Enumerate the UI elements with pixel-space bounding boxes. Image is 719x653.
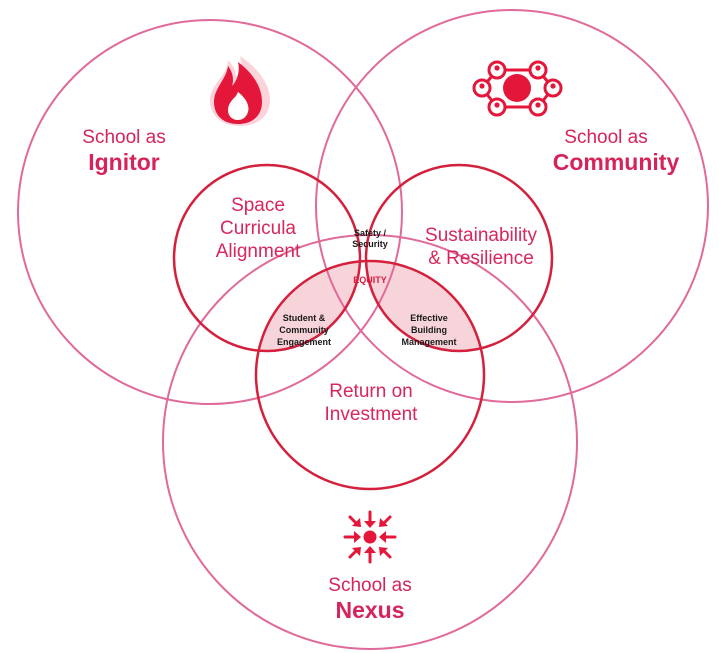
management-line-3: Management bbox=[401, 337, 456, 347]
circle-ignitor bbox=[17, 19, 403, 405]
flame-icon bbox=[210, 56, 270, 126]
overlap-fills bbox=[256, 261, 484, 351]
community-prefix: School as bbox=[564, 127, 647, 148]
safety-line-2: Security bbox=[352, 239, 388, 249]
sustainability-line-1: Sustainability bbox=[425, 225, 537, 246]
space-line-3: Alignment bbox=[216, 241, 301, 262]
circle-community bbox=[315, 9, 709, 403]
overlap-engagement-fill bbox=[256, 261, 360, 351]
safety-line-1: Safety / bbox=[354, 228, 387, 238]
overlap-management-fill bbox=[366, 261, 484, 351]
inner-circles bbox=[172, 163, 554, 491]
arrows-converge-icon bbox=[343, 510, 397, 564]
circle-space-curricula bbox=[172, 163, 362, 353]
outer-circles bbox=[17, 9, 709, 650]
community-name: Community bbox=[553, 149, 680, 175]
nexus-name: Nexus bbox=[335, 597, 404, 623]
space-line-1: Space bbox=[231, 195, 285, 216]
ignitor-name: Ignitor bbox=[88, 149, 160, 175]
network-people-icon bbox=[472, 60, 563, 117]
roi-line-1: Return on bbox=[329, 381, 412, 402]
nexus-prefix: School as bbox=[328, 575, 411, 596]
circle-return-on-investment bbox=[254, 259, 486, 491]
ignitor-prefix: School as bbox=[82, 127, 165, 148]
management-line-2: Building bbox=[411, 325, 447, 335]
roi-line-2: Investment bbox=[325, 404, 419, 425]
space-line-2: Curricula bbox=[220, 218, 296, 239]
equity-label: EQUITY bbox=[353, 275, 387, 285]
sustainability-line-2: & Resilience bbox=[428, 248, 534, 269]
engagement-line-2: Community bbox=[279, 325, 329, 335]
engagement-line-3: Engagement bbox=[277, 337, 331, 347]
management-line-1: Effective bbox=[410, 313, 448, 323]
circle-sustainability bbox=[364, 163, 554, 353]
engagement-line-1: Student & bbox=[283, 313, 326, 323]
